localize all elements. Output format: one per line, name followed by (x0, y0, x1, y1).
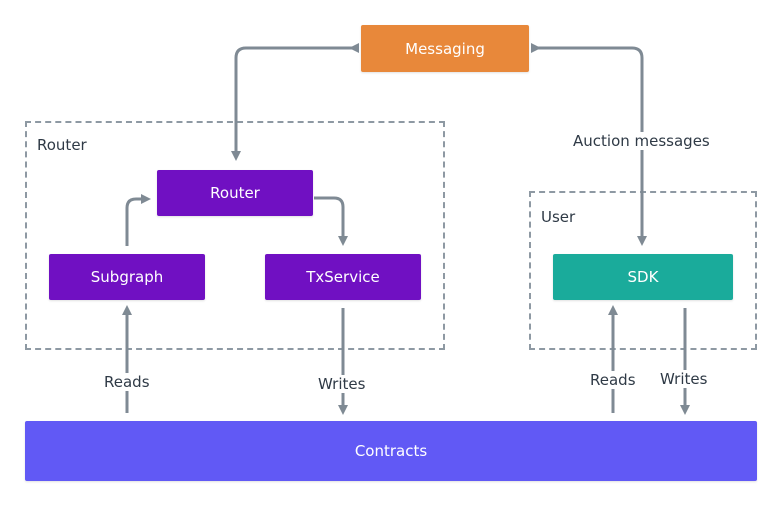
edge-router-txservice (314, 196, 348, 246)
reads-label-router: Reads (102, 373, 152, 391)
auction-messages-label: Auction messages (571, 132, 712, 150)
subgraph-node: Subgraph (49, 254, 205, 300)
sdk-node: SDK (553, 254, 733, 300)
writes-label-router: Writes (316, 375, 368, 393)
edge-subgraph-router (125, 194, 151, 246)
writes-label-user: Writes (658, 370, 710, 388)
router-group-label: Router (37, 136, 87, 154)
messaging-node: Messaging (361, 25, 529, 72)
contracts-node: Contracts (25, 421, 757, 481)
reads-label-user: Reads (588, 371, 638, 389)
edge-messaging-router (231, 43, 359, 161)
edge-messaging-sdk (531, 43, 647, 246)
router-node: Router (157, 170, 313, 216)
txservice-node: TxService (265, 254, 421, 300)
